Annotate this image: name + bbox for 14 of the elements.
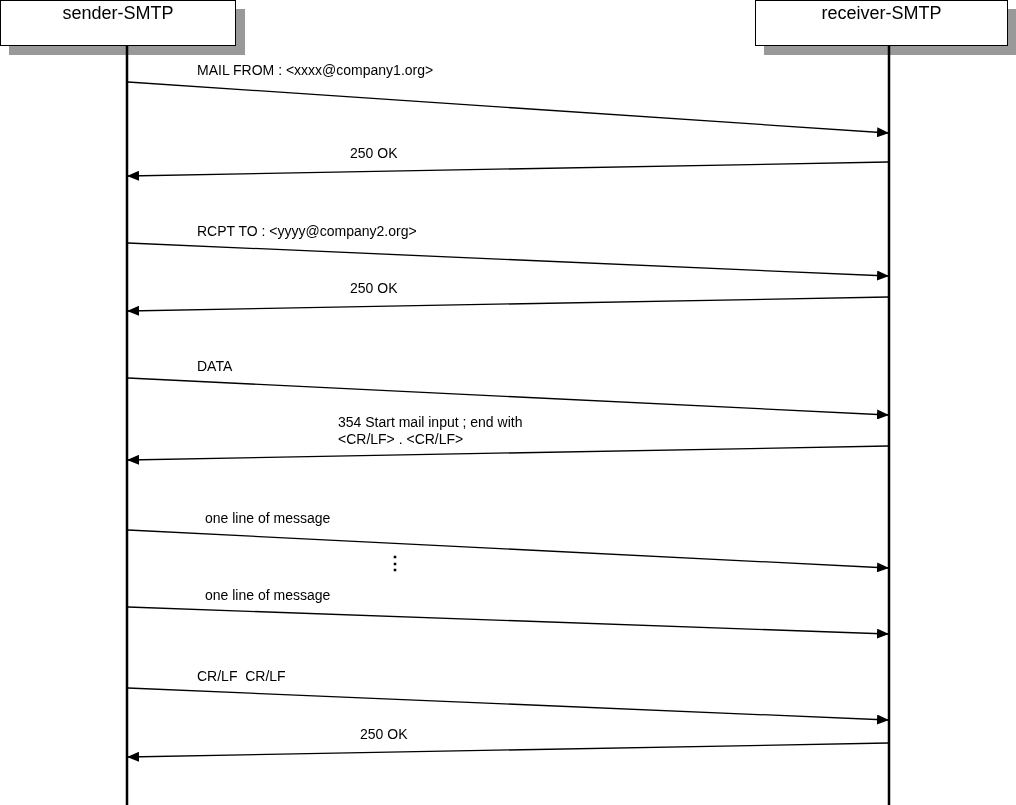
message-arrow: [127, 377, 889, 420]
message-arrow: [127, 242, 889, 281]
message-arrow: [127, 296, 889, 316]
edge-label: MAIL FROM : <xxxx@company1.org>: [197, 62, 434, 79]
edge-label: one line of message: [205, 510, 331, 527]
edge-label: RCPT TO : <yyyy@company2.org>: [197, 223, 417, 240]
edge-label: one line of message: [205, 587, 331, 604]
message-arrow: [127, 742, 889, 762]
message-arrow: [127, 81, 889, 138]
message-arrow: [127, 161, 889, 181]
message-arrow: [127, 687, 889, 725]
message-arrow: [127, 529, 889, 573]
message-arrow: [127, 445, 889, 465]
message-arrow: [127, 606, 889, 639]
